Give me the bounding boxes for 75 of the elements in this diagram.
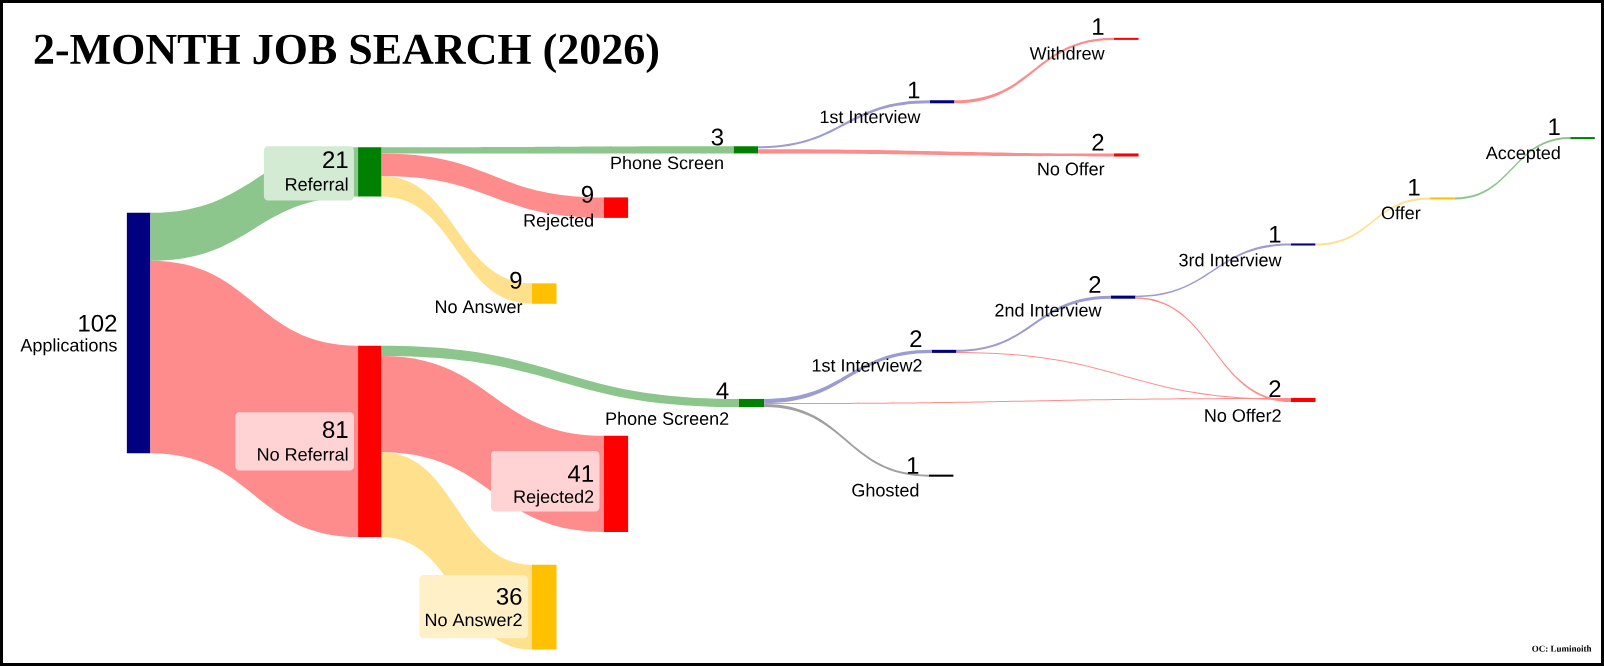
sankey-bar (358, 345, 382, 538)
flow-value: 81 (323, 421, 348, 439)
flow-value: 2 (1089, 276, 1101, 293)
flow-value: 9 (581, 185, 593, 203)
flow-ribbon (956, 351, 1291, 400)
flow-value: 41 (568, 465, 593, 482)
flow-ribbon (954, 37, 1114, 104)
sankey-bar (531, 283, 557, 304)
flow-ribbon (1135, 297, 1291, 402)
stage-label: No Offer (1038, 162, 1105, 176)
flow-value: 1 (907, 457, 919, 474)
stage-label: Ghosted (852, 483, 919, 497)
stage-label: Rejected (524, 213, 593, 231)
sankey-bar (931, 349, 957, 353)
stage-label: Rejected2 (514, 489, 594, 507)
sankey-bar (1114, 153, 1139, 157)
stage-label: Applications (20, 338, 117, 356)
stage-label: Referral (286, 177, 348, 191)
stage-label: No Answer2 (425, 613, 522, 627)
flow-ribbon (1454, 137, 1571, 200)
stage-label: Phone Screen2 (606, 411, 729, 425)
flow-value: 1 (1270, 226, 1281, 243)
flow-value: 9 (510, 271, 522, 289)
flow-value: 1 (908, 81, 920, 99)
stage-label: No Referral (258, 447, 348, 461)
flow-value: 4 (716, 382, 729, 399)
flow-ribbon (381, 175, 532, 304)
stage-label: Offer (1381, 206, 1421, 220)
stage-label: 3rd Interview (1179, 253, 1282, 267)
sankey-bar (1110, 295, 1136, 299)
sankey-bar (738, 398, 765, 408)
credit-note: OC: Luminoith (1532, 645, 1592, 652)
flow-value: 36 (496, 587, 522, 605)
sankey-bar (531, 564, 557, 650)
flow-ribbon (764, 397, 1291, 405)
flow-value: 1 (1093, 18, 1104, 35)
flow-value: 1 (1409, 178, 1420, 196)
flow-ribbon (758, 100, 930, 149)
flow-ribbon (381, 146, 734, 154)
flow-value: 1 (1549, 118, 1560, 136)
sankey-bar (733, 146, 758, 154)
sankey-bar (603, 435, 629, 532)
sankey-bar (929, 100, 955, 104)
flow-value: 3 (711, 128, 723, 146)
sankey-bar (603, 197, 629, 218)
sankey-bar (1291, 243, 1316, 246)
flow-ribbon (381, 345, 739, 408)
stage-label: Phone Screen (611, 156, 723, 170)
stage-label: Withdrew (1029, 46, 1105, 60)
stage-label: No Answer (436, 300, 523, 314)
stage-label: 1st Interview2 (812, 358, 922, 372)
flow-ribbon (764, 404, 929, 477)
flow-ribbon (381, 153, 604, 218)
flow-ribbon (1315, 197, 1431, 246)
stage-label: 1st Interview (820, 110, 921, 124)
flow-value: 102 (79, 314, 117, 332)
sankey-bar (1430, 197, 1455, 200)
sankey-bar (358, 147, 382, 197)
flow-ribbon (1135, 243, 1291, 298)
stage-label: 2nd Interview (995, 303, 1102, 317)
flow-value: 2 (910, 330, 922, 347)
sankey-bar (1114, 37, 1139, 40)
stage-label: Accepted (1485, 146, 1560, 163)
sankey-bar (928, 474, 954, 477)
flow-value: 2 (1092, 133, 1104, 151)
chart-title: 2-MONTH JOB SEARCH (2026) (34, 33, 658, 74)
flow-value: 2 (1269, 380, 1281, 398)
flow-value: 21 (323, 151, 348, 168)
flow-ribbon (764, 349, 932, 403)
sankey-bar (1570, 137, 1595, 140)
sankey-bar (126, 212, 151, 454)
sankey-bar (1291, 397, 1316, 402)
flow-ribbon (758, 149, 1114, 157)
stage-label: No Offer2 (1205, 408, 1281, 422)
flow-ribbon (956, 295, 1111, 352)
